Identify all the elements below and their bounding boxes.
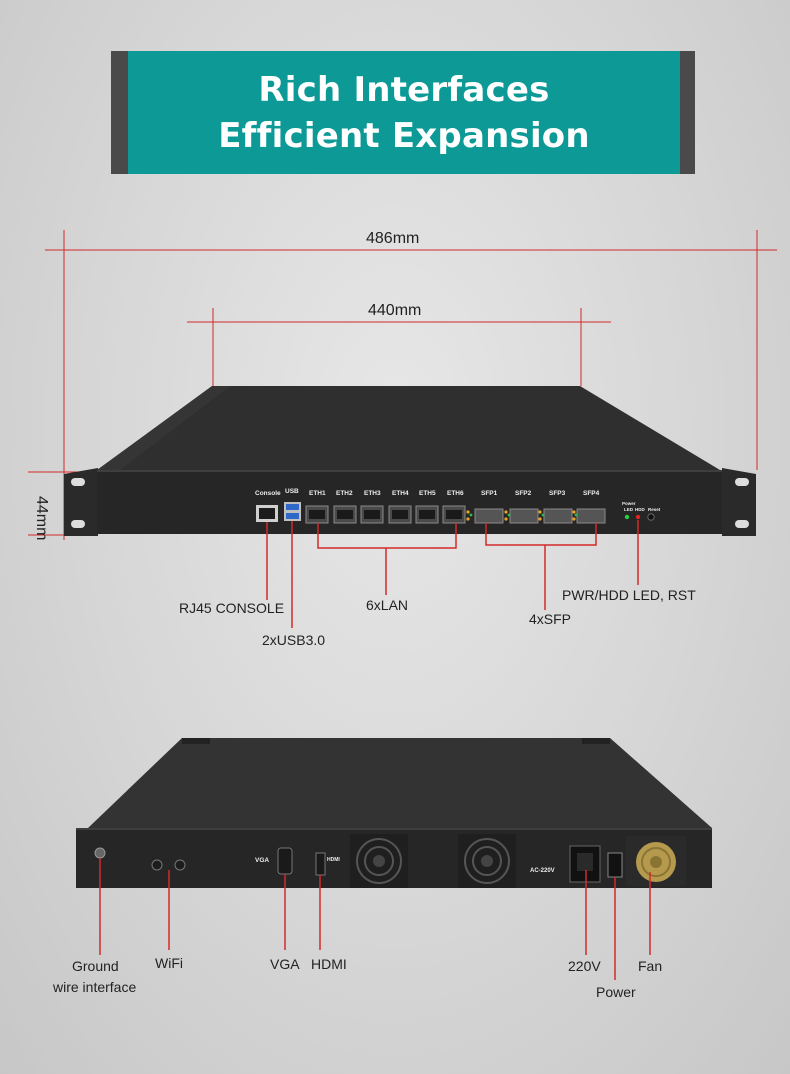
rear-fan-right xyxy=(458,834,516,888)
callout-fan: Fan xyxy=(638,958,663,974)
port-label-sfp4: SFP4 xyxy=(583,490,600,497)
led-label-reset: Reset xyxy=(648,507,661,512)
callout-pwr: PWR/HDD LED, RST xyxy=(562,587,696,603)
callout-power: Power xyxy=(596,984,636,1000)
rear-label-hdmi: HDMI xyxy=(327,857,340,863)
led-label-power: Power xyxy=(622,501,636,506)
port-label-eth6: ETH6 xyxy=(447,490,464,497)
title-banner: Rich Interfaces Efficient Expansion xyxy=(128,51,680,174)
front-callout-lines xyxy=(266,520,639,628)
port-label-eth4: ETH4 xyxy=(392,490,409,497)
front-rack-ear-right xyxy=(722,468,756,536)
callout-220v: 220V xyxy=(568,958,601,974)
rear-chassis-top xyxy=(88,738,712,828)
led-label-hdd: HDD xyxy=(635,507,645,512)
port-label-sfp3: SFP3 xyxy=(549,490,566,497)
banner-title-line1: Rich Interfaces xyxy=(258,69,550,110)
wifi-antenna-ports xyxy=(151,859,186,871)
banner-title-line2: Efficient Expansion xyxy=(218,115,590,156)
usb-ports xyxy=(284,502,301,521)
rear-label-ac: AC-220V xyxy=(530,868,555,874)
sfp-ports xyxy=(474,508,606,524)
callout-sfp: 4xSFP xyxy=(529,611,572,627)
callout-usb: 2xUSB3.0 xyxy=(262,632,326,648)
ground-screw xyxy=(94,847,106,859)
power-switch xyxy=(607,852,623,878)
console-port xyxy=(256,505,278,522)
dimension-height: 44mm xyxy=(33,496,50,541)
rear-fan-left xyxy=(350,834,408,888)
port-label-eth5: ETH5 xyxy=(419,490,436,497)
port-label-usb: USB xyxy=(285,488,299,495)
callout-console: RJ45 CONSOLE xyxy=(179,600,285,616)
port-label-console: Console xyxy=(255,490,281,497)
callout-vga: VGA xyxy=(270,956,300,972)
port-label-eth2: ETH2 xyxy=(336,490,353,497)
front-rack-ear-left xyxy=(64,468,98,536)
psu-fan xyxy=(626,836,686,886)
power-inlet xyxy=(569,845,601,883)
status-leds xyxy=(624,513,655,521)
port-label-eth1: ETH1 xyxy=(309,490,326,497)
rear-callout-lines xyxy=(99,858,651,980)
vga-port xyxy=(277,847,293,875)
callout-wifi: WiFi xyxy=(155,955,183,971)
callout-ground-line1: Ground xyxy=(72,958,119,974)
callout-ground-line2: wire interface xyxy=(53,979,137,995)
callout-hdmi: HDMI xyxy=(311,956,347,972)
port-label-sfp2: SFP2 xyxy=(515,490,532,497)
led-label-led: LED xyxy=(624,507,634,512)
port-label-eth3: ETH3 xyxy=(364,490,381,497)
hdmi-port xyxy=(315,852,326,876)
front-chassis-top xyxy=(97,386,720,470)
port-label-sfp1: SFP1 xyxy=(481,490,498,497)
callout-lan: 6xLAN xyxy=(366,597,409,613)
dimension-total-width: 486mm xyxy=(366,230,420,247)
dimension-body-width: 440mm xyxy=(368,302,422,319)
rear-label-vga: VGA xyxy=(255,857,269,864)
